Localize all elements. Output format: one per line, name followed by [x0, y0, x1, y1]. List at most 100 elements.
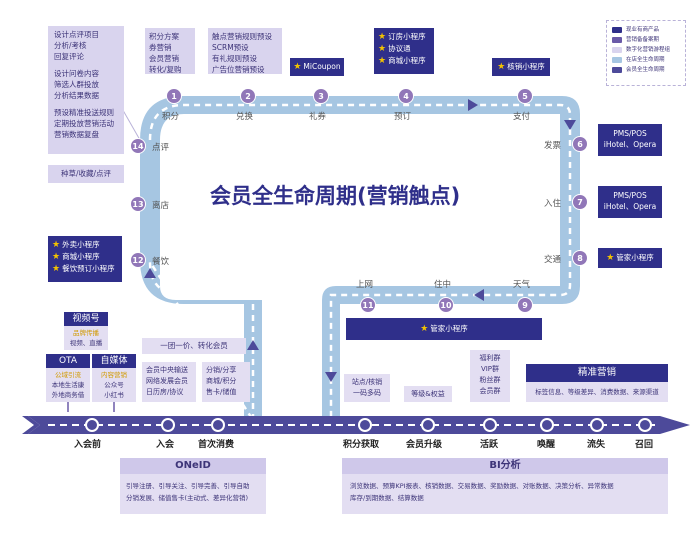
timeline-dot-7	[540, 418, 554, 432]
box-oneid-title: ONeID	[120, 458, 266, 474]
star-icon: ★	[52, 240, 61, 250]
star-icon: ★	[293, 62, 302, 72]
node-5: 5	[517, 88, 533, 104]
node-10: 10	[438, 297, 454, 313]
box-points-sub: 站点/核销 一码多码	[344, 374, 390, 402]
star-icon: ★	[52, 252, 61, 262]
loop-arrow-right	[564, 120, 576, 130]
star-icon: ★	[52, 264, 61, 274]
star-icon: ★	[378, 56, 387, 66]
node-12: 12	[130, 252, 146, 268]
legend-item-4: 在店全生命周期	[612, 55, 680, 65]
node-label-9: 天气	[513, 280, 531, 290]
timeline-dot-2	[161, 418, 175, 432]
node-label-11: 上网	[356, 280, 374, 290]
box-booking-apps: ★订房小程序 ★协议通 ★商城小程序	[374, 28, 434, 74]
star-icon: ★	[378, 44, 387, 54]
legend-item-2: 营销备备案期	[612, 35, 680, 45]
timeline-label-9: 召回	[635, 440, 654, 450]
node-3: 3	[313, 88, 329, 104]
box-media-items: 内容营销 公众号 小红书	[92, 368, 136, 402]
star-icon: ★	[420, 324, 429, 334]
box-groups: 福利群 VIP群 粉丝群 会员群	[470, 350, 510, 402]
box-bi-title: BI分析	[342, 458, 668, 474]
diagram-title: 会员全生命周期(营销触点)	[210, 184, 461, 208]
node-label-1: 积分	[162, 112, 180, 122]
star-icon: ★	[378, 32, 387, 42]
node-14: 14	[130, 138, 146, 154]
legend-item-5: 会员全生命周期	[612, 65, 680, 75]
loop-arrow-bottom	[474, 289, 484, 301]
star-icon: ★	[606, 253, 615, 263]
box-pms-pos-1: PMS/POS iHotel、Opera	[598, 124, 662, 156]
node-label-3: 礼券	[309, 112, 327, 122]
box-video-items: 品牌传播 视频、直播	[64, 326, 108, 350]
box-ota-items: 公域引流 本地生活康 外地商务借	[46, 368, 90, 402]
node-7: 7	[572, 194, 588, 210]
loop-track-outer	[140, 96, 580, 420]
box-pms-pos-2: PMS/POS iHotel、Opera	[598, 186, 662, 218]
timeline-label-7: 唤醒	[537, 440, 556, 450]
box-onboard: 会员中央输送 网络发展会员 日历房/协议	[142, 362, 196, 402]
node-label-8: 交通	[544, 255, 562, 265]
loop-arrow-left	[144, 268, 156, 278]
box-dining-apps: ★外卖小程序 ★商城小程序 ★餐饮预订小程序	[48, 236, 122, 282]
timeline-dot-1	[85, 418, 99, 432]
timeline-label-2: 入会	[156, 440, 175, 450]
node-8: 8	[572, 250, 588, 266]
box-steward-bottom: ★管家小程序	[346, 318, 542, 340]
node-label-7: 入住	[544, 199, 562, 209]
star-icon: ★	[497, 62, 506, 72]
timeline-dot-4	[358, 418, 372, 432]
node-11: 11	[360, 297, 376, 313]
node-1: 1	[166, 88, 182, 104]
loop-arrow-top	[468, 99, 478, 111]
node-label-10: 住中	[434, 280, 452, 290]
box-precision-title: 精准营销	[526, 364, 668, 382]
legend-box: 现业有商产品 营销备备案期 数字化营销游程组 在店全生命周期 会员全生命周期	[606, 20, 686, 86]
node-label-4: 预订	[394, 112, 412, 122]
box-bi-text: 浏览数据、预算KPI报表、核销数据、交易数据、奖励数据、对账数据、决策分析、异常…	[342, 474, 668, 514]
node-label-12: 餐饮	[152, 257, 170, 267]
node-label-2: 兑换	[236, 112, 254, 122]
box-top-left-management: 设计点评项目 分析/考核 回复评论 设计问卷内容 筛选人群投放 分析结果数据 预…	[48, 26, 124, 154]
box-seed-review: 种草/收藏/点评	[48, 165, 124, 183]
node-label-13: 离店	[152, 201, 170, 211]
timeline-chevron-1	[22, 416, 40, 434]
box-precision-text: 标签信息、等级差异、消费数据、来源渠道	[526, 382, 668, 402]
box-ota-title: OTA	[46, 354, 90, 368]
timeline-label-1: 入会前	[74, 440, 102, 450]
timeline-label-5: 会员升级	[406, 440, 443, 450]
timeline-dot-9	[638, 418, 652, 432]
legend-item-3: 数字化营销游程组	[612, 45, 680, 55]
node-label-5: 支付	[513, 112, 531, 122]
node-4: 4	[398, 88, 414, 104]
node-6: 6	[572, 136, 588, 152]
box-writeoff-app: ★核销小程序	[492, 58, 550, 76]
timeline-dot-3	[211, 418, 225, 432]
loop-track-center	[148, 103, 572, 425]
box-level: 等级&权益	[404, 386, 452, 402]
box-share: 分销/分享 商城/积分 售卡/储值	[202, 362, 250, 402]
timeline-dot-5	[421, 418, 435, 432]
box-video-title: 视频号	[64, 312, 108, 326]
timeline-label-8: 流失	[587, 440, 606, 450]
node-2: 2	[240, 88, 256, 104]
box-touch-rules: 触点营销规则预设 SCRM预设 有礼规则预设 广告位营销预设	[208, 28, 282, 74]
box-oneid-text: 引导注册、引导关注、引导完善、引导自助 分销发展、储值售卡(主动式、差异化营销)	[120, 474, 266, 514]
node-9: 9	[517, 297, 533, 313]
node-label-14: 点评	[152, 143, 170, 153]
timeline-label-4: 积分获取	[343, 440, 380, 450]
node-13: 13	[130, 196, 146, 212]
box-one-price: 一团一价、转化会员	[142, 338, 246, 354]
loop-arrow-exit-down	[325, 372, 337, 382]
box-micoupon: ★MiCoupon	[290, 58, 344, 76]
timeline-dot-6	[483, 418, 497, 432]
legend-item-1: 现业有商产品	[612, 25, 680, 35]
node-label-6: 发票	[544, 141, 562, 151]
box-points-plan: 积分方案 券营销 会员营销 转化/复购	[145, 28, 195, 74]
timeline-dot-8	[590, 418, 604, 432]
loop-arrow-exit-up	[247, 340, 259, 350]
